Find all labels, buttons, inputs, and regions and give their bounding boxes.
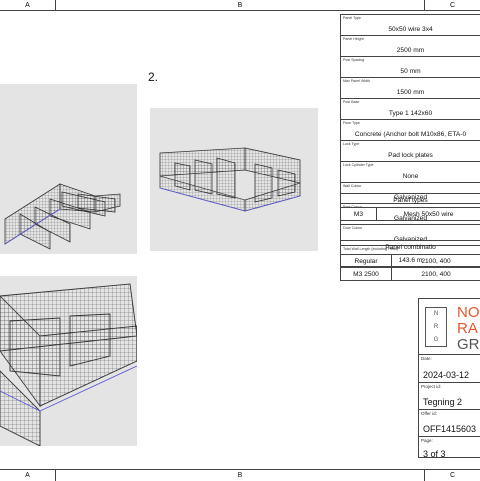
logo-word-1: NO [457, 305, 480, 321]
spec-label: Lock Cylinder Type [343, 163, 374, 167]
project-label: Project id: [421, 384, 441, 389]
spec-label: Max Panel Width [343, 79, 370, 83]
date-value: 2024-03-12 [423, 370, 469, 380]
cage-render-2 [150, 108, 318, 251]
column-label-c: C [425, 0, 480, 11]
offer-label: Offer id: [421, 411, 437, 416]
panel-combinations-table: Panel combinatio Regular 2100, 400 M3 25… [340, 240, 480, 281]
spec-row: Max Panel Width 1500 mm [341, 78, 480, 99]
combination-values: 2100, 400 [392, 268, 480, 281]
date-row: Date: 2024-03-12 [419, 355, 480, 383]
spec-label: Panel Height [343, 37, 364, 41]
logo-mark-n: N [426, 308, 446, 321]
column-label-b: B [56, 0, 424, 11]
page-row: Page: 3 of 3 [419, 437, 480, 461]
spec-value: 1500 mm [341, 89, 480, 96]
title-block: N R G NO RA GR Date: 2024-03-12 Project … [418, 298, 480, 458]
logo-word-2: RA [457, 321, 480, 337]
panel-types-header: Panel types [341, 194, 480, 208]
column-label-a: A [0, 0, 55, 11]
date-label: Date: [421, 356, 432, 361]
column-label-b: B [56, 470, 424, 481]
spec-label: Post Spacing [343, 58, 364, 62]
page-label: Page: [421, 438, 433, 443]
project-row: Project id: Tegning 2 [419, 383, 480, 410]
spec-label: Panel Type [343, 16, 361, 20]
logo-mark-r: R [426, 321, 446, 334]
cage-render-3 [0, 276, 137, 446]
project-value: Tegning 2 [423, 397, 462, 407]
spec-row: Post Spacing 50 mm [341, 57, 480, 78]
spec-row: Panel Type 50x50 wire 3x4 [341, 15, 480, 36]
panel-type-desc: Mesh 50x50 wire [377, 208, 480, 221]
column-ruler-top: A B C [0, 0, 480, 11]
spec-value: 50 mm [341, 68, 480, 75]
spec-value: Pad lock plates [341, 152, 480, 159]
panel-types-table: Panel types M3 Mesh 50x50 wire [340, 193, 480, 221]
view-label-2: 2. [148, 70, 158, 84]
cage-view-3 [0, 276, 137, 446]
column-ruler-bottom: A B C [0, 469, 480, 480]
combination-values: 2100, 400 [392, 255, 480, 268]
combination-name: M3 2500 [341, 268, 392, 281]
company-logo: N R G [425, 307, 447, 347]
spec-label: Door Colour [343, 226, 362, 230]
column-label-c: C [425, 470, 480, 481]
logo-word-3: GR [457, 337, 480, 353]
spec-label: Lock Type [343, 142, 359, 146]
spec-label: Post Base [343, 100, 359, 104]
column-label-a: A [0, 470, 55, 481]
spec-row: Panel Height 2500 mm [341, 36, 480, 57]
offer-value: OFF1415603 [423, 424, 476, 434]
spec-value: None [341, 173, 480, 180]
spec-value: Concrete (Anchor bolt M10x86, ETA-0 [341, 131, 480, 138]
panel-type-code: M3 [341, 208, 377, 221]
cage-view-1 [0, 84, 137, 254]
logo-area: N R G NO RA GR [419, 299, 480, 355]
cage-view-2 [150, 108, 318, 251]
combination-name: Regular [341, 255, 392, 268]
offer-row: Offer id: OFF1415603 [419, 410, 480, 437]
spec-value: 2500 mm [341, 47, 480, 54]
cage-render-1 [0, 84, 137, 254]
logo-mark-g: G [426, 334, 446, 347]
spec-label: Wall Colour [343, 184, 361, 188]
spec-value: 50x50 wire 3x4 [341, 26, 480, 33]
page-value: 3 of 3 [423, 449, 446, 459]
spec-value: Type 1 142x60 [341, 110, 480, 117]
panel-combinations-header: Panel combinatio [341, 241, 480, 255]
spec-label: Floor Type [343, 121, 360, 125]
